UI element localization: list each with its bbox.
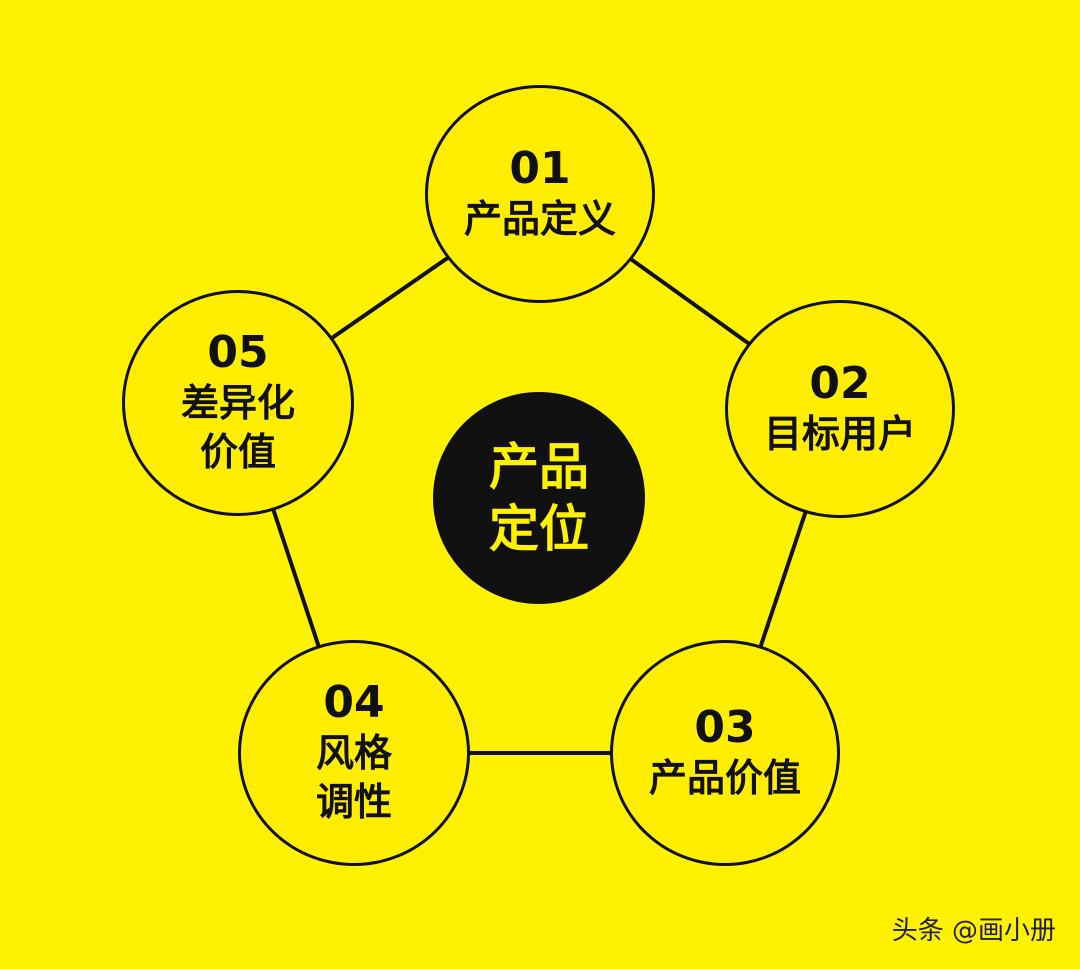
node-target-users: 02 目标用户: [725, 300, 955, 518]
node-label: 目标用户: [763, 411, 916, 456]
node-label: 差异化: [180, 380, 295, 425]
node-number: 02: [809, 358, 871, 409]
node-label: 价值: [199, 430, 276, 475]
node-number: 03: [694, 702, 756, 753]
node-number: 01: [509, 143, 571, 194]
node-label: 产品价值: [648, 755, 801, 800]
watermark: 头条 @画小册: [891, 916, 1056, 946]
node-label: 风格: [315, 730, 392, 775]
center-label: 产品: [489, 437, 589, 496]
node-differentiated-value: 05 差异化 价值: [122, 290, 354, 516]
node-label: 调性: [315, 780, 392, 825]
node-product-definition: 01 产品定义: [425, 85, 655, 303]
node-number: 04: [323, 677, 385, 729]
center-node-product-positioning: 产品 定位: [433, 392, 645, 604]
node-product-value: 03 产品价值: [610, 640, 840, 866]
node-number: 05: [207, 327, 269, 379]
node-style-tone: 04 风格 调性: [238, 640, 470, 866]
center-label: 定位: [489, 500, 589, 558]
node-label: 产品定义: [463, 196, 616, 241]
